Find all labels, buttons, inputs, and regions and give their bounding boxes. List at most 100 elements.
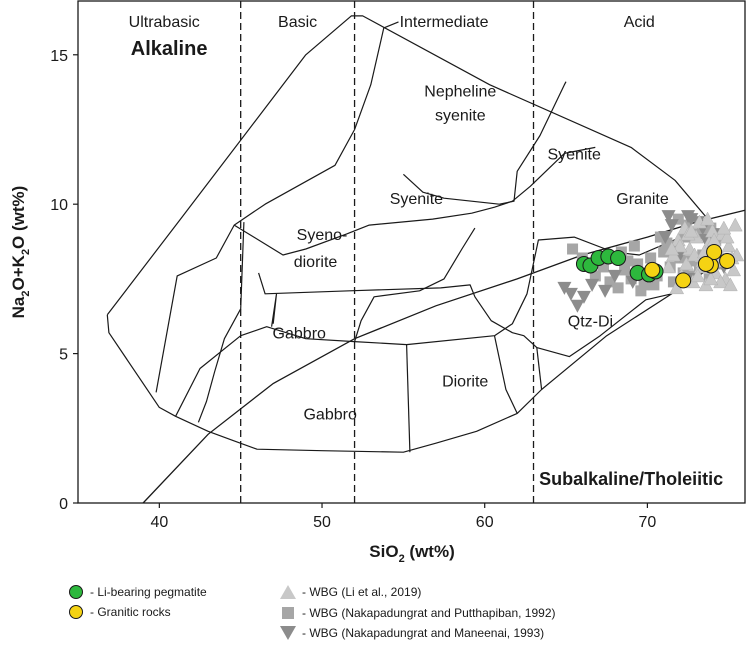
region-header: Ultrabasic: [129, 14, 200, 31]
field-boundary-10: [197, 222, 245, 423]
field-boundary-7: [406, 344, 411, 453]
field-label: Syeno-: [297, 227, 348, 244]
point-3: [612, 282, 624, 294]
point-4: [658, 231, 673, 245]
field-label: Subalkaline/Tholeiitic: [539, 469, 723, 489]
point-2: [690, 268, 706, 283]
field-boundary-1: [106, 15, 722, 316]
point-4: [570, 299, 585, 313]
point-4: [607, 269, 622, 283]
point-4: [585, 278, 600, 292]
x-axis-label: SiO2 (wt%): [369, 542, 454, 565]
data-points: [557, 210, 745, 313]
field-label: Granite: [616, 191, 669, 208]
field-boundary-0: [106, 260, 721, 453]
point-3: [654, 231, 666, 243]
point-3: [667, 276, 679, 288]
point-3: [597, 261, 609, 273]
legend-item-wbg-li: - WBG (Li et al., 2019): [278, 584, 421, 600]
point-1: [697, 255, 714, 272]
point-2: [700, 211, 716, 226]
field-labels: Ultrabasic Basic Intermediate AcidAlkalineS…: [129, 14, 723, 489]
y-axis-label: Na2O+K2O (wt%): [9, 186, 32, 319]
point-1: [675, 272, 692, 289]
point-3: [635, 285, 647, 297]
point-2: [664, 241, 680, 256]
yellow-circle-marker: [66, 604, 86, 620]
field-boundary-5: [258, 272, 672, 358]
point-0: [610, 249, 627, 266]
y-tick-label: 15: [50, 48, 68, 65]
field-label: Nepheline: [424, 84, 496, 101]
point-3: [638, 279, 650, 291]
point-4: [661, 210, 676, 224]
x-tick-label: 50: [313, 514, 331, 531]
point-4: [576, 290, 591, 304]
field-label: Syenite: [547, 146, 600, 163]
point-3: [628, 240, 640, 252]
region-header: Acid: [624, 14, 655, 31]
point-3: [645, 252, 657, 264]
legend-item-granitic-rocks: - Granitic rocks: [66, 604, 171, 620]
x-tick-label: 60: [476, 514, 494, 531]
legend-label: - Li-bearing pegmatite: [90, 585, 207, 599]
field-boundary-6: [354, 227, 476, 342]
legend-label: - WBG (Nakapadungrat and Maneenai, 1993): [302, 626, 545, 640]
point-3: [622, 255, 634, 267]
point-2: [679, 256, 694, 271]
point-2: [722, 277, 738, 292]
point-3: [619, 264, 631, 276]
point-2: [661, 259, 676, 274]
point-3: [661, 237, 673, 249]
region-header: Intermediate: [400, 14, 489, 31]
point-2: [683, 223, 699, 238]
x-tick-label: 40: [150, 514, 168, 531]
point-3: [567, 243, 579, 255]
square-marker: [278, 605, 298, 621]
field-boundary-11: [271, 293, 278, 327]
x-tick-label: 70: [638, 514, 656, 531]
point-4: [664, 219, 679, 233]
point-3: [632, 258, 644, 270]
field-label: syenite: [435, 108, 486, 125]
point-3: [589, 270, 601, 282]
field-boundary-4: [233, 146, 596, 256]
y-tick-label: 5: [59, 347, 68, 364]
legend-item-li-pegmatite: - Li-bearing pegmatite: [66, 584, 207, 600]
y-tick-label: 10: [50, 197, 68, 214]
point-4: [563, 287, 578, 301]
point-2: [719, 229, 735, 244]
point-1: [719, 252, 736, 269]
point-2: [727, 217, 743, 232]
field-label: Diorite: [442, 373, 488, 390]
field-label: Gabbro: [273, 326, 326, 343]
field-label: Gabbro: [303, 406, 356, 423]
down-triangle-marker: [278, 625, 298, 641]
field-boundary-8: [493, 335, 518, 414]
point-1: [706, 244, 723, 260]
field-label: Alkaline: [131, 38, 208, 60]
field-label: diorite: [294, 254, 338, 271]
green-circle-marker: [66, 584, 86, 600]
legend-label: - Granitic rocks: [90, 605, 171, 619]
field-boundary-9: [536, 347, 543, 390]
point-3: [604, 276, 616, 288]
sio2-dividers: [240, 1, 535, 503]
legend-label: - WBG (Nakapadungrat and Putthapiban, 19…: [302, 606, 556, 620]
point-1: [644, 261, 661, 278]
point-2: [721, 238, 737, 253]
legend-item-wbg-1993: - WBG (Nakapadungrat and Maneenai, 1993): [278, 625, 544, 641]
legend-label: - WBG (Li et al., 2019): [302, 585, 422, 599]
field-boundary-12: [402, 81, 567, 205]
point-2: [726, 262, 742, 277]
point-3: [658, 246, 670, 258]
point-2: [703, 271, 719, 286]
point-3: [648, 279, 660, 291]
field-label: Syenite: [390, 191, 443, 208]
legend-item-wbg-1992: - WBG (Nakapadungrat and Putthapiban, 19…: [278, 605, 556, 621]
field-label: Qtz-Di: [568, 314, 613, 331]
plot-frame: [77, 0, 746, 504]
region-header: Basic: [278, 14, 317, 31]
